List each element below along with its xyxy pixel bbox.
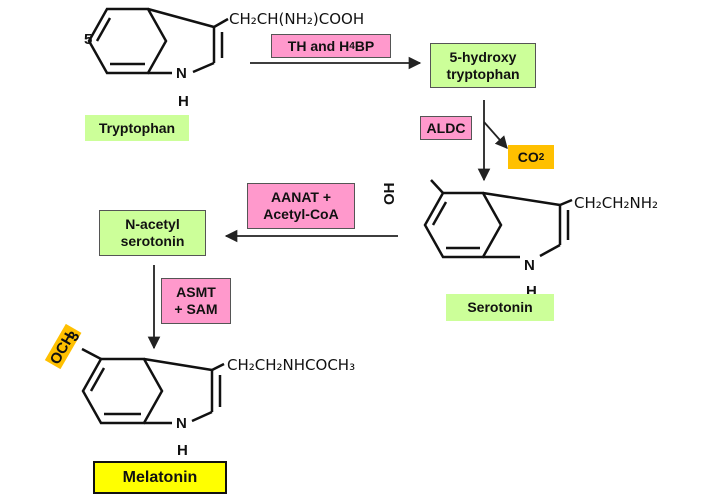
n-acetyl-label-line1: N-acetyl bbox=[125, 216, 180, 232]
melatonin-n: N bbox=[176, 415, 187, 432]
serotonin-n: N bbox=[524, 257, 535, 274]
serotonin-box: Serotonin bbox=[446, 294, 554, 321]
tryptophan-box: Tryptophan bbox=[85, 115, 189, 141]
melatonin-h: H bbox=[177, 442, 188, 459]
serotonin-hydroxyl: OH bbox=[381, 183, 398, 206]
n-acetyl-label-line2: serotonin bbox=[120, 233, 185, 249]
asmt-label-line1: ASMT bbox=[176, 284, 216, 300]
th-enzyme-subscript: 4 bbox=[349, 40, 355, 52]
asmt-label-line2: + SAM bbox=[174, 301, 218, 317]
tryptophan-label: Tryptophan bbox=[98, 119, 176, 136]
aldc-enzyme-label: ALDC bbox=[426, 119, 466, 136]
th-enzyme-label: TH and H bbox=[287, 37, 350, 54]
aanat-label-line2: Acetyl-CoA bbox=[263, 206, 339, 222]
methoxy-label: OCH 3 bbox=[44, 323, 84, 370]
tryptophan-structure bbox=[87, 7, 229, 75]
tryptophan-position-label: 5 bbox=[84, 31, 92, 48]
aldc-enzyme-box: ALDC bbox=[420, 116, 472, 140]
hydroxytryptophan-label-line1: 5-hydroxy bbox=[449, 48, 517, 65]
melatonin-side-chain: CH₂CH₂NHCOCH₃ bbox=[227, 356, 355, 374]
n-acetyl-serotonin-box: N-acetyl serotonin bbox=[99, 210, 206, 256]
asmt-enzyme-box: ASMT + SAM bbox=[161, 278, 231, 324]
co2-label: CO bbox=[517, 148, 539, 165]
melatonin-structure bbox=[81, 347, 225, 425]
co2-subscript: 2 bbox=[538, 151, 545, 163]
melatonin-label: Melatonin bbox=[122, 469, 198, 486]
tryptophan-h: H bbox=[178, 93, 189, 110]
serotonin-side-chain: CH₂CH₂NH₂ bbox=[574, 194, 658, 212]
tryptophan-n: N bbox=[176, 65, 187, 82]
serotonin-label: Serotonin bbox=[467, 299, 533, 315]
serotonin-h: H bbox=[526, 283, 537, 300]
aanat-label-line1: AANAT + bbox=[270, 189, 332, 205]
serotonin-structure bbox=[423, 179, 573, 259]
aanat-enzyme-box: AANAT + Acetyl-CoA bbox=[247, 183, 355, 229]
melatonin-box: Melatonin bbox=[93, 461, 227, 494]
hydroxytryptophan-box: 5-hydroxy tryptophan bbox=[430, 43, 536, 88]
hydroxytryptophan-label-line2: tryptophan bbox=[446, 65, 520, 82]
tryptophan-side-chain: CH₂CH(NH₂)COOH bbox=[229, 10, 364, 28]
arrow-co2-release bbox=[483, 121, 508, 149]
th-enzyme-suffix: BP bbox=[354, 37, 375, 54]
